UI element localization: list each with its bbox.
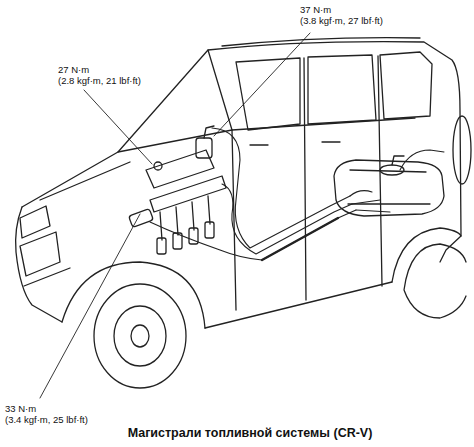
torque-spec: 33 N·m [5, 403, 36, 414]
headlight [20, 206, 50, 238]
fuel-rail-assembly [146, 126, 226, 254]
figure-caption: Магистрали топливной системы (CR-V) [128, 426, 373, 440]
front-wheel [94, 284, 186, 388]
car-body [22, 42, 461, 262]
fuel-filter [129, 209, 154, 228]
grille [20, 232, 60, 276]
torque-spec: (2.8 kgf·m, 21 lbf·ft) [58, 75, 141, 86]
torque-spec: (3.8 kgf·m, 27 lbf·ft) [300, 15, 383, 26]
side-window [236, 58, 300, 130]
spare-tire [453, 116, 471, 184]
fuel-lines [150, 128, 444, 260]
fuel-tank [334, 160, 444, 216]
torque-spec: 37 N·m [300, 4, 331, 15]
side-window [308, 55, 376, 124]
rear-arch [392, 228, 461, 282]
side-window [380, 52, 432, 119]
car-sill [205, 282, 392, 328]
car-front [16, 207, 62, 322]
torque-spec: 27 N·m [58, 64, 89, 75]
leader-line [40, 33, 310, 398]
torque-spec: (3.4 kgf·m, 25 lbf·ft) [5, 414, 88, 425]
rear-wheel [404, 244, 466, 318]
